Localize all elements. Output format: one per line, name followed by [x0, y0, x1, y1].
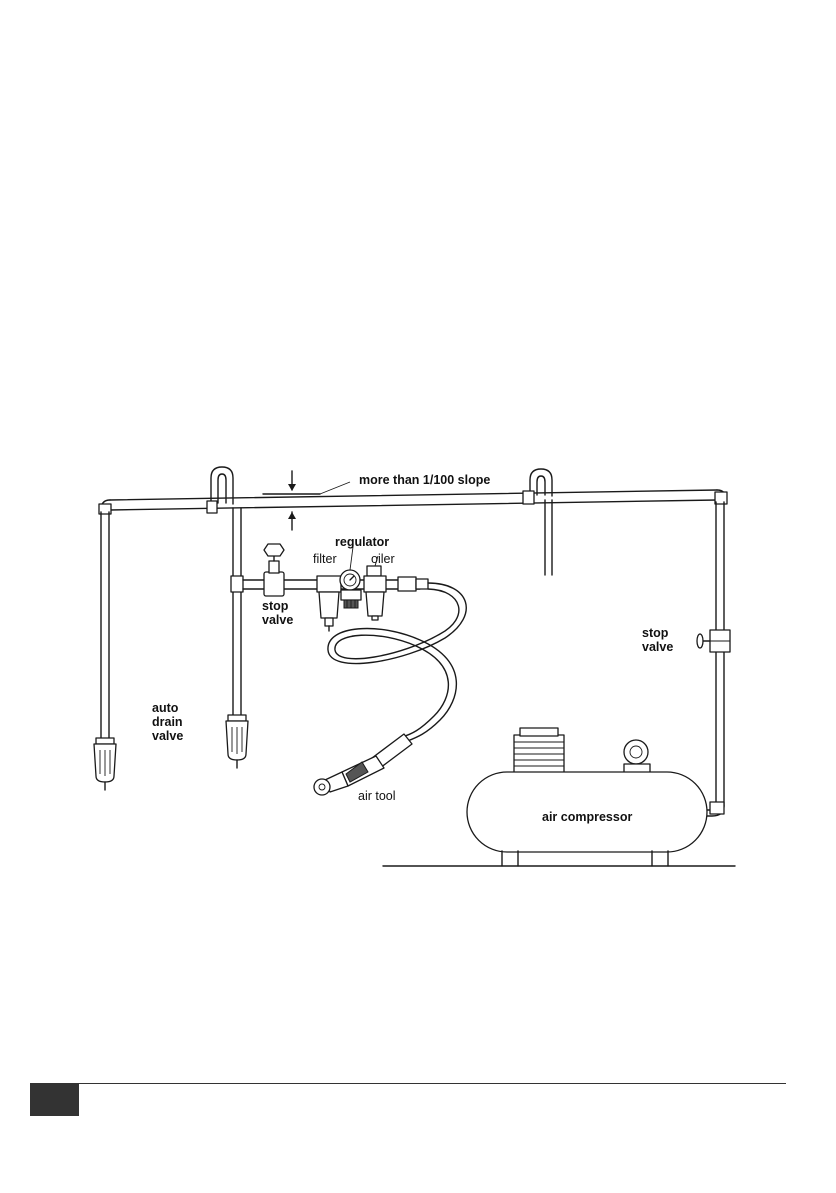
auto-drain-valve-branch	[226, 715, 248, 768]
gooseneck-left	[207, 467, 233, 513]
compressor-feed-pipe	[704, 502, 724, 816]
footer-rule	[30, 1083, 786, 1084]
slope-label: more than 1/100 slope	[359, 473, 490, 487]
oiler-unit	[364, 566, 386, 620]
gooseneck-right	[523, 469, 552, 575]
stop-valve-right-label-2: valve	[642, 640, 673, 654]
page-number-box	[30, 1084, 79, 1116]
regulator-leader	[350, 547, 353, 570]
auto-drain-label-1: auto	[152, 701, 179, 715]
left-drop-pipe	[101, 512, 109, 740]
branch-drop-pipe	[231, 508, 243, 716]
filter-unit	[317, 576, 341, 631]
auto-drain-label-3: valve	[152, 729, 183, 743]
stop-valve-left-label-1: stop	[262, 599, 289, 613]
stop-valve-left	[264, 544, 284, 596]
stop-valve-right-label-1: stop	[642, 626, 669, 640]
air-tool-label: air tool	[358, 789, 396, 803]
stop-valve-right	[697, 630, 730, 652]
main-air-line	[99, 490, 727, 514]
regulator-label: regulator	[335, 535, 389, 549]
air-tool	[314, 734, 412, 795]
filter-label: filter	[313, 552, 337, 566]
auto-drain-valve-left	[94, 738, 116, 790]
oiler-label: oiler	[371, 552, 395, 566]
slope-indicator	[263, 471, 350, 530]
air-compressor	[383, 728, 735, 866]
stop-valve-left-label-2: valve	[262, 613, 293, 627]
auto-drain-label-2: drain	[152, 715, 183, 729]
air-compressor-label: air compressor	[542, 810, 632, 824]
